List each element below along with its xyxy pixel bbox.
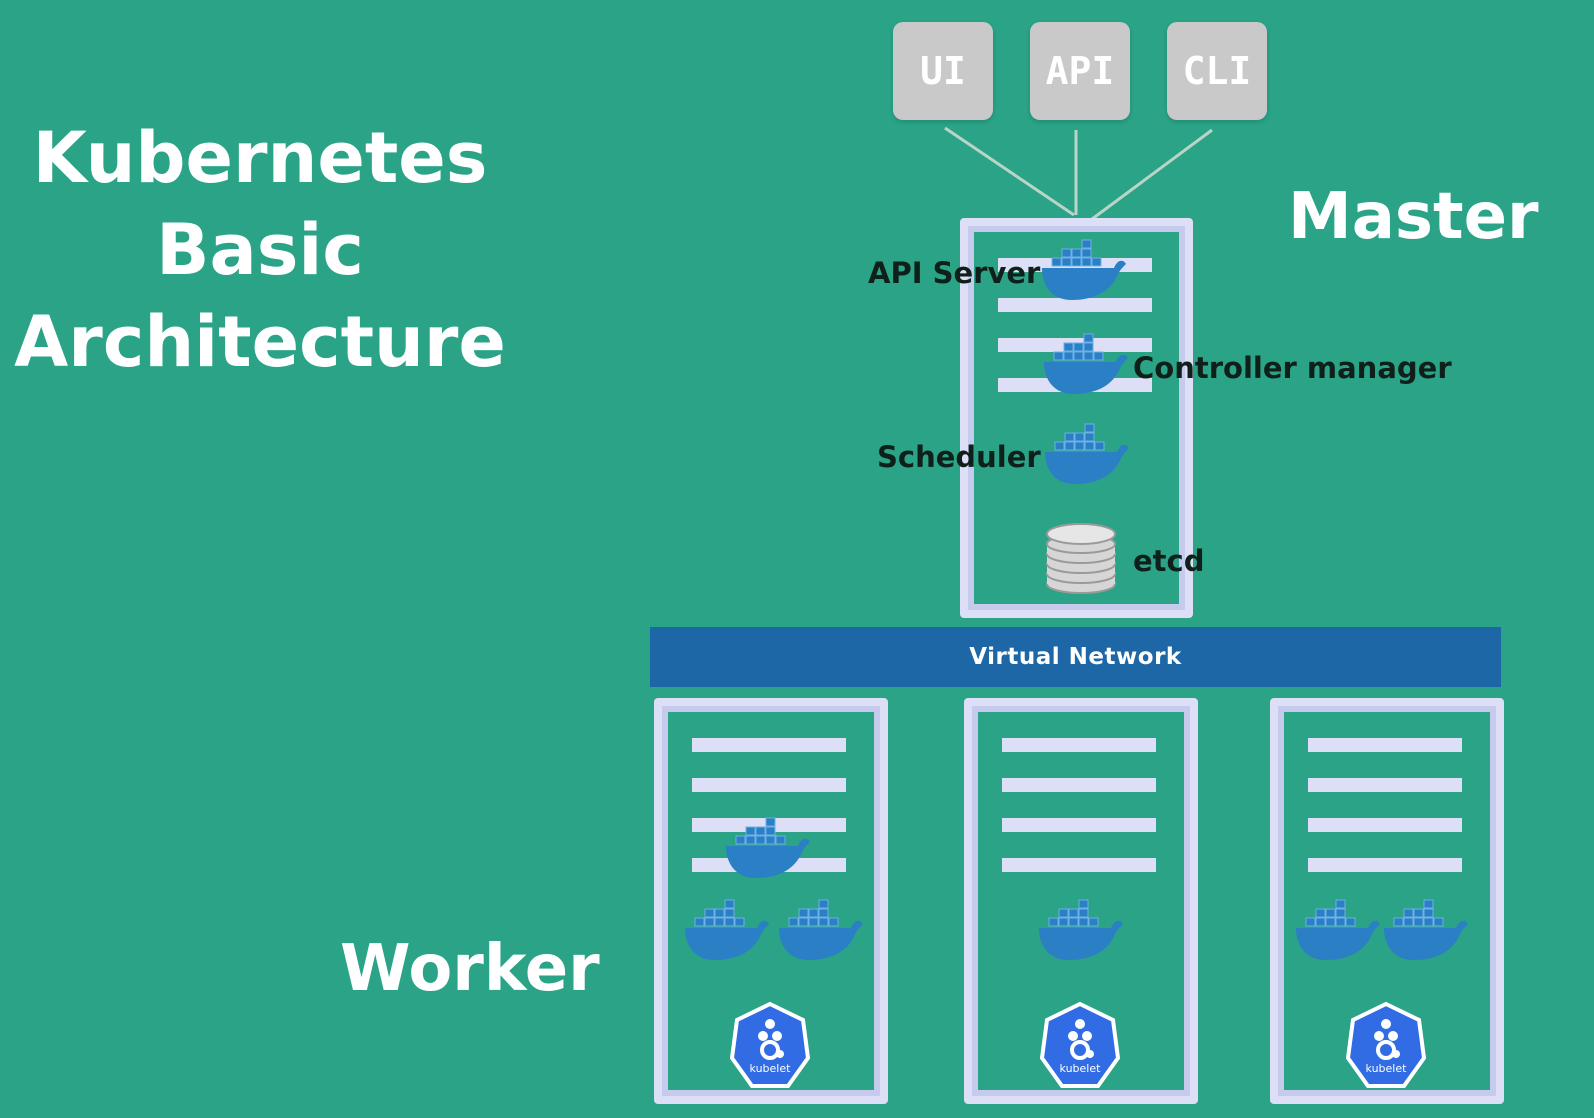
master-stripe <box>998 298 1152 312</box>
worker-2-docker-whale-icon <box>1038 899 1124 961</box>
client-api-box: API <box>1030 22 1130 120</box>
title-line-2: Basic <box>156 209 364 291</box>
worker-node-3 <box>1270 698 1504 1104</box>
worker-2-stripe <box>1002 858 1156 872</box>
client-cli-box: CLI <box>1167 22 1267 120</box>
api-server-label: API Server <box>868 256 1041 290</box>
worker-3-stripe <box>1308 858 1462 872</box>
worker-3-kubelet-text: kubelet <box>1366 1062 1408 1075</box>
worker-3-stripe <box>1308 818 1462 832</box>
worker-1-docker-whale-icon <box>778 899 864 961</box>
scheduler-label: Scheduler <box>877 440 1041 474</box>
master-label: Master <box>1288 180 1539 254</box>
etcd-label: etcd <box>1133 544 1205 578</box>
worker-3-stripe <box>1308 738 1462 752</box>
master-node <box>960 218 1193 618</box>
worker-3-stripe <box>1308 778 1462 792</box>
worker-2-stripe <box>1002 818 1156 832</box>
worker-3-docker-whale-icon <box>1295 899 1381 961</box>
worker-3-docker-whale-icon <box>1383 899 1469 961</box>
title-line-3: Architecture <box>14 301 506 383</box>
worker-label: Worker <box>340 932 600 1006</box>
worker-1-stripe <box>692 738 846 752</box>
worker-node-2 <box>964 698 1198 1104</box>
client-ui-box: UI <box>893 22 993 120</box>
connector-ui-line <box>944 126 1075 217</box>
connector-cli-line <box>1087 128 1213 224</box>
worker-1-stripe <box>692 778 846 792</box>
worker-2-stripe <box>1002 738 1156 752</box>
title-line-1: Kubernetes <box>32 117 488 199</box>
worker-1-kubelet-text: kubelet <box>750 1062 792 1075</box>
virtual-network-bar: Virtual Network <box>650 627 1501 687</box>
worker-2-kubelet-text: kubelet <box>1060 1062 1102 1075</box>
worker-2-stripe <box>1002 778 1156 792</box>
etcd-database-icon <box>1046 523 1116 594</box>
diagram-title: Kubernetes Basic Architecture <box>0 112 520 388</box>
worker-node-1 <box>654 698 888 1104</box>
worker-1-docker-whale-icon <box>684 899 770 961</box>
controller-manager-label: Controller manager <box>1133 351 1452 385</box>
